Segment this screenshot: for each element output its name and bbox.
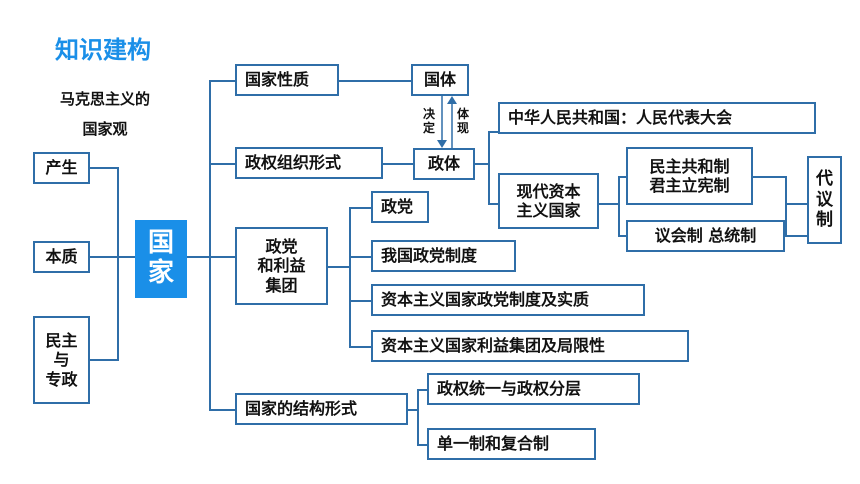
- connector: [90, 359, 118, 361]
- node-democracy: 民主与专政: [33, 316, 90, 404]
- connector: [209, 409, 235, 411]
- branch-nature: 国家性质: [235, 64, 339, 96]
- subtitle-line2: 国家观: [82, 120, 128, 138]
- connector: [417, 389, 427, 391]
- node-representative: 代议制: [807, 156, 842, 244]
- subtitle-line1: 马克思主义的: [59, 90, 150, 108]
- connector: [618, 235, 626, 237]
- connector: [349, 346, 371, 348]
- party-item-2: 我国政党制度: [371, 240, 516, 272]
- node-parliament-president: 议会制 总统制: [626, 220, 785, 252]
- structure-item-1: 政权统一与政权分层: [427, 373, 640, 405]
- decide-label: 决定: [423, 107, 436, 135]
- connector: [328, 266, 350, 268]
- embody-label: 体现: [457, 107, 470, 135]
- node-produce: 产生: [33, 152, 90, 184]
- connector: [90, 256, 118, 258]
- connector: [785, 235, 807, 237]
- connector: [209, 80, 211, 410]
- connector: [785, 203, 807, 205]
- party-item-3: 资本主义国家政党制度及实质: [371, 284, 645, 316]
- party-item-4: 资本主义国家利益集团及局限性: [371, 330, 689, 362]
- center-node-state: 国家: [135, 220, 187, 298]
- connector: [475, 163, 489, 165]
- connector: [209, 163, 235, 165]
- subtitle: 马克思主义的 国家观: [35, 84, 175, 144]
- connector: [488, 131, 490, 204]
- connector: [90, 167, 118, 169]
- connector: [187, 256, 210, 258]
- connector: [618, 176, 620, 236]
- connector: [117, 256, 135, 258]
- connector: [417, 389, 419, 445]
- connector: [408, 409, 418, 411]
- connector: [209, 80, 235, 82]
- connector: [618, 176, 626, 178]
- node-polity: 政体: [413, 148, 475, 180]
- node-republic-monarchy: 民主共和制君主立宪制: [626, 147, 753, 205]
- connector: [753, 176, 787, 178]
- connector: [349, 300, 371, 302]
- branch-org-form: 政权组织形式: [235, 147, 383, 179]
- connector: [339, 80, 411, 82]
- connector: [349, 207, 371, 209]
- node-essence: 本质: [33, 241, 90, 273]
- party-item-1: 政党: [371, 191, 429, 223]
- branch-structure: 国家的结构形式: [235, 393, 408, 425]
- connector: [417, 444, 427, 446]
- node-capitalist-states: 现代资本主义国家: [498, 173, 599, 229]
- connector: [117, 167, 119, 361]
- structure-item-2: 单一制和复合制: [427, 428, 596, 460]
- node-prc: 中华人民共和国：人民代表大会: [498, 102, 816, 134]
- connector: [488, 203, 498, 205]
- connector: [599, 203, 619, 205]
- page-title: 知识建构: [55, 36, 151, 64]
- node-state-system: 国体: [411, 64, 469, 96]
- connector: [209, 256, 235, 258]
- branch-party: 政党和利益集团: [235, 227, 328, 305]
- connector: [785, 176, 787, 236]
- connector: [383, 163, 413, 165]
- connector: [349, 256, 371, 258]
- connector: [349, 207, 351, 347]
- connector: [488, 131, 498, 133]
